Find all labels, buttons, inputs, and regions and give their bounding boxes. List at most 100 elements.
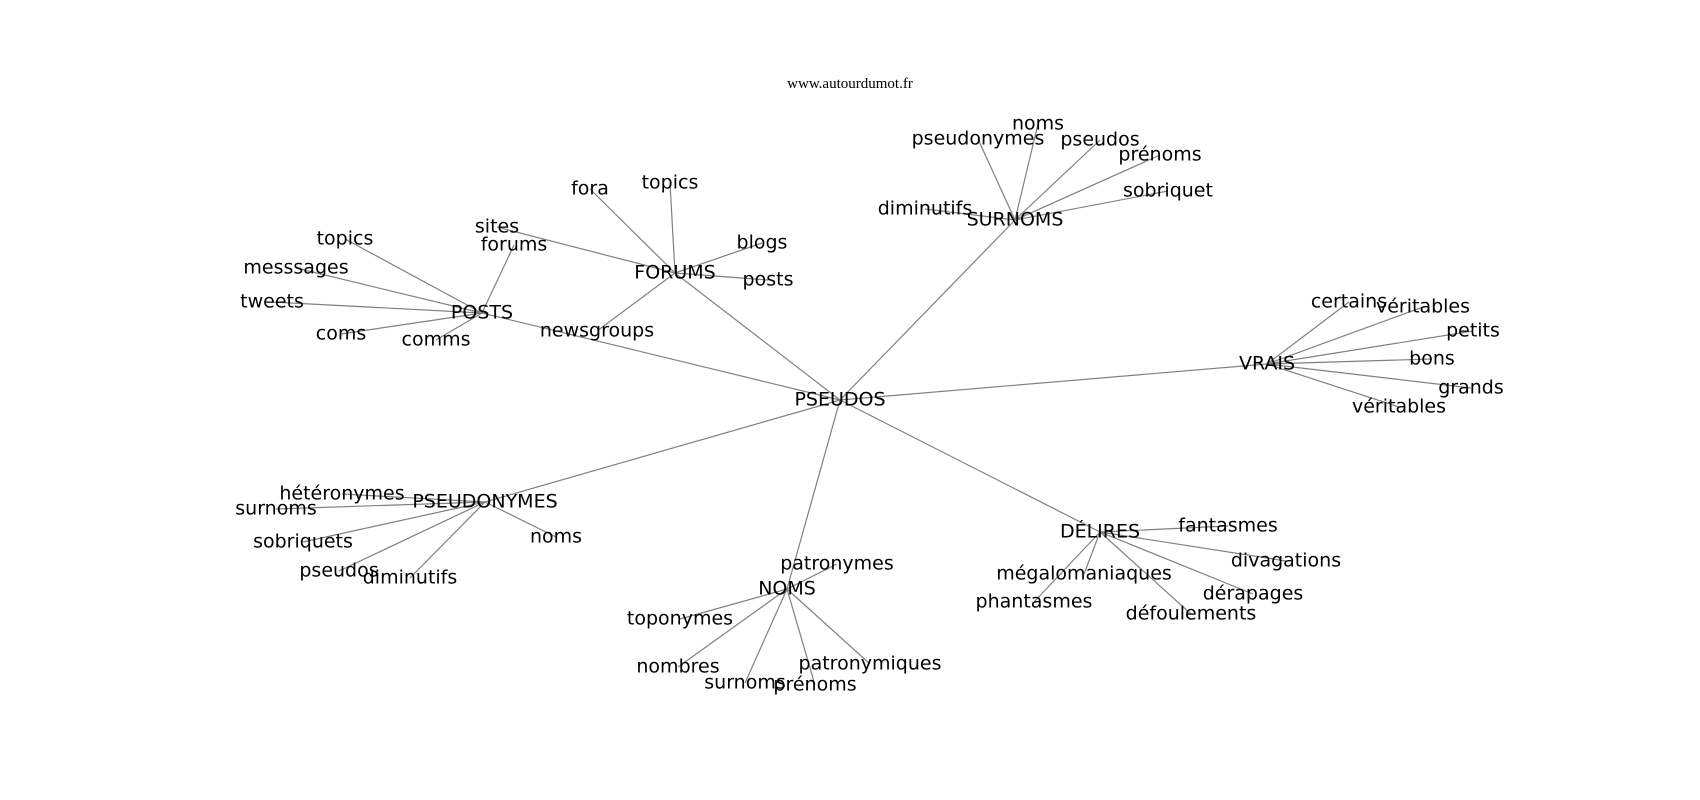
leaf-node: bons: [1409, 348, 1455, 370]
source-label: www.autourdumot.fr: [787, 76, 913, 92]
edge-hub-leaf: [674, 242, 763, 274]
hub-node: NOMS: [758, 578, 816, 600]
leaf-node: dérapages: [1203, 583, 1304, 605]
leaf-node: coms: [316, 323, 366, 345]
hub-node: VRAIS: [1239, 353, 1295, 375]
edge-hub-leaf: [340, 312, 483, 335]
edge-hub-leaf: [341, 493, 486, 503]
edge-hub-leaf: [786, 588, 816, 686]
edge-hub-leaf: [1266, 363, 1400, 408]
edge-hub-leaf: [1099, 531, 1254, 595]
edge-hub-leaf: [679, 588, 788, 620]
edge-hub-leaf: [1266, 301, 1350, 365]
leaf-node: véritables: [1352, 396, 1446, 418]
edge-hub-leaf: [295, 267, 483, 314]
edge-hub-leaf: [1266, 363, 1472, 389]
edge-hub-leaf: [669, 182, 676, 274]
edge-center-hub: [839, 363, 1268, 401]
leaf-node: phantasmes: [976, 591, 1093, 613]
edge-center-hub: [481, 312, 841, 401]
edge-hub-leaf: [1033, 531, 1101, 603]
edge-hub-leaf: [1099, 531, 1192, 615]
edge-hub-leaf: [302, 501, 486, 543]
leaf-node: posts: [743, 269, 794, 291]
leaf-node: sobriquets: [253, 531, 353, 553]
leaf-node: patronymiques: [799, 653, 942, 675]
hub-node: DÉLIRES: [1060, 520, 1140, 543]
edge-hub-leaf: [496, 226, 676, 274]
leaf-node: toponymes: [627, 608, 733, 630]
edge-hub-leaf: [1014, 139, 1101, 221]
leaf-node: défoulements: [1126, 603, 1257, 625]
leaf-node: pseudonymes: [912, 128, 1045, 150]
leaf-node: certains: [1311, 291, 1387, 313]
edge-hub-leaf: [786, 588, 871, 665]
edge-center-hub: [674, 272, 841, 401]
leaf-node: pseudos: [299, 560, 378, 582]
leaf-node: divagations: [1231, 550, 1341, 572]
edge-hub-leaf: [786, 563, 838, 590]
leaf-node: tweets: [240, 291, 304, 313]
leaf-node: prénoms: [773, 674, 856, 696]
leaf-node: noms: [530, 526, 582, 548]
edge-hub-leaf: [677, 588, 788, 668]
edges: [271, 123, 1474, 686]
edge-hub-leaf: [484, 501, 557, 538]
edge-hub-leaf: [1099, 525, 1229, 533]
leaf-node: sites: [475, 216, 519, 238]
leaf-node: newsgroups: [540, 320, 654, 342]
edge-center-hub: [786, 399, 841, 590]
leaf-node: blogs: [737, 232, 788, 254]
edge-hub-leaf: [1014, 190, 1169, 221]
leaf-node: fora: [571, 178, 609, 200]
hub-node: POSTS: [451, 302, 513, 324]
center-node: PSEUDOS: [794, 389, 885, 411]
leaf-node: mégalomaniaques: [996, 563, 1172, 585]
edge-hub-leaf: [589, 188, 676, 274]
edge-center-hub: [839, 219, 1016, 401]
edge-hub-leaf: [481, 244, 515, 314]
leaf-node: fantasmes: [1178, 515, 1277, 537]
leaf-node: messsages: [243, 257, 348, 279]
leaf-node: diminutifs: [363, 567, 458, 589]
edge-hub-leaf: [744, 588, 788, 684]
edge-hub-leaf: [409, 501, 486, 579]
edge-center-hub: [839, 399, 1101, 533]
leaf-node: grands: [1438, 377, 1504, 399]
edge-hub-leaf: [1014, 123, 1039, 221]
edge-hub-leaf: [1266, 306, 1424, 365]
leaf-node: comms: [402, 329, 471, 351]
hub-node: FORUMS: [634, 262, 715, 284]
leaf-node: petits: [1446, 320, 1500, 342]
edge-hub-leaf: [275, 501, 486, 510]
edge-hub-leaf: [674, 272, 769, 281]
edge-hub-leaf: [1266, 330, 1474, 365]
leaf-node: pseudos: [1060, 129, 1139, 151]
edge-hub-leaf: [924, 208, 1016, 221]
edge-hub-leaf: [1083, 531, 1101, 575]
edge-hub-leaf: [596, 272, 676, 332]
edge-hub-leaf: [1099, 531, 1287, 562]
leaf-node: topics: [317, 228, 374, 250]
edge-hub-leaf: [435, 312, 483, 341]
leaf-node: hétéronymes: [279, 483, 404, 505]
edge-hub-leaf: [271, 301, 483, 314]
hub-node: PSEUDONYMES: [412, 491, 557, 513]
edge-hub-leaf: [1014, 154, 1161, 221]
leaf-node: patronymes: [780, 553, 894, 575]
edge-center-hub: [484, 399, 841, 503]
leaf-node: prénoms: [1118, 144, 1201, 166]
leaf-node: diminutifs: [878, 198, 973, 220]
leaf-node: nombres: [636, 656, 719, 678]
leaf-node: noms: [1012, 113, 1064, 135]
edge-hub-leaf: [1266, 358, 1433, 365]
leaf-node: surnoms: [704, 672, 786, 694]
edge-hub-leaf: [977, 138, 1016, 221]
leaf-node: forums: [481, 234, 548, 256]
edge-hub-leaf: [344, 238, 483, 314]
leaf-node: véritables: [1376, 296, 1470, 318]
leaf-node: surnoms: [235, 498, 317, 520]
